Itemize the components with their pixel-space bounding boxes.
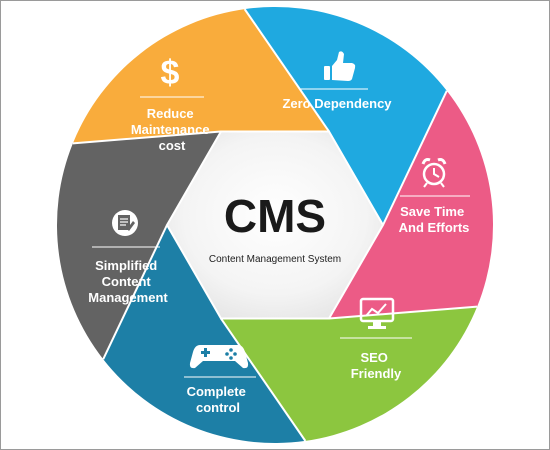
monitor-chart-icon [359, 297, 395, 329]
segment-wedge [72, 9, 330, 144]
segment-separator [220, 317, 307, 442]
svg-text:$: $ [161, 54, 180, 92]
segment-label: Save Time And Efforts [399, 204, 470, 235]
segment-label: Reduce Maintenance cost [131, 106, 213, 153]
dividers-layer [72, 8, 478, 442]
gamepad-icon [189, 345, 249, 369]
segment-label: Zero Dependency [282, 96, 392, 111]
segment-separator [328, 305, 478, 320]
center-title: CMS [224, 190, 326, 242]
segments-layer [57, 7, 493, 443]
segment-wedge [103, 225, 306, 443]
alarm-clock-icon [421, 158, 447, 188]
dollar-icon: $ [161, 54, 180, 92]
segment-simplified-content-management: Simplified Content Management [88, 210, 168, 305]
segment-zero-dependency: Zero Dependency [282, 51, 392, 111]
segment-wedge [57, 131, 221, 360]
segment-wedge [221, 306, 478, 441]
center-hexagon [165, 130, 385, 320]
segment-separator [382, 90, 448, 226]
segment-seo-friendly: SEO Friendly [340, 297, 412, 381]
segment-separator [72, 130, 222, 145]
segment-label: SEO Friendly [351, 350, 402, 381]
segment-complete-control: Complete control [184, 345, 256, 415]
segment-label: Simplified Content Management [88, 258, 168, 305]
document-edit-icon [112, 210, 138, 236]
center-subtitle: Content Management System [209, 254, 341, 265]
segment-wedge [244, 7, 447, 226]
segment-save-time-and-efforts: Save Time And Efforts [399, 158, 470, 235]
segment-separator [243, 8, 330, 133]
thumbs-up-icon [324, 51, 356, 81]
segment-wedge [329, 90, 493, 319]
segment-reduce-maintenance-cost: $ Reduce Maintenance cost [131, 54, 213, 153]
segment-label: Complete control [187, 384, 250, 415]
